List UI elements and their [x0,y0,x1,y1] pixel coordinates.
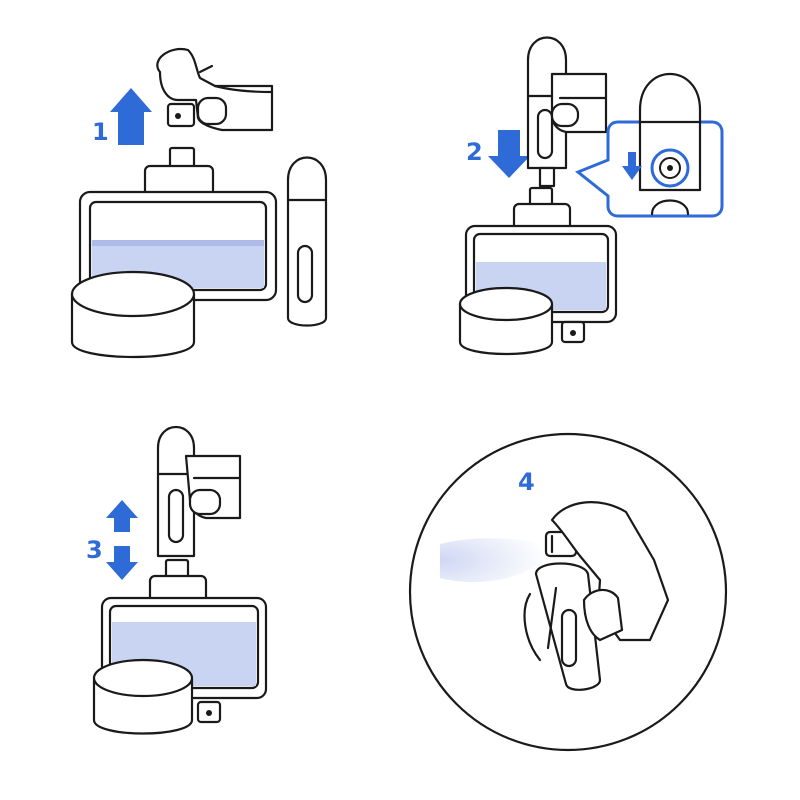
step-4-panel: 4 [408,432,728,752]
step-3-number: 3 [86,536,103,564]
hand-icon [523,501,670,662]
round-box [92,658,194,735]
step-3-panel: 3 [86,425,268,735]
step-2-panel: 2 [458,36,724,356]
hand-icon [550,72,608,134]
cap-icon [560,320,586,344]
step-4-number: 4 [518,468,535,496]
cap-icon [166,102,196,128]
step-1-panel: 1 [70,47,328,359]
step-2-number: 2 [466,138,483,166]
round-box [70,270,196,359]
spray-mist [440,538,548,583]
atomizer-bottle [156,425,196,558]
zoom-callout [575,73,724,218]
arrow-up-icon [110,88,152,145]
round-box [458,286,554,356]
arrow-down-icon [622,152,642,180]
atomizer-bottle-pressed [526,36,568,188]
arrow-up-down-icon [106,500,138,580]
step-1-number: 1 [92,118,109,146]
spray-circle [408,432,728,752]
hand-icon [156,47,274,132]
cap-icon [196,700,222,724]
arrow-down-icon [488,130,530,178]
atomizer-bottle [286,156,328,327]
hand-icon [184,454,242,520]
